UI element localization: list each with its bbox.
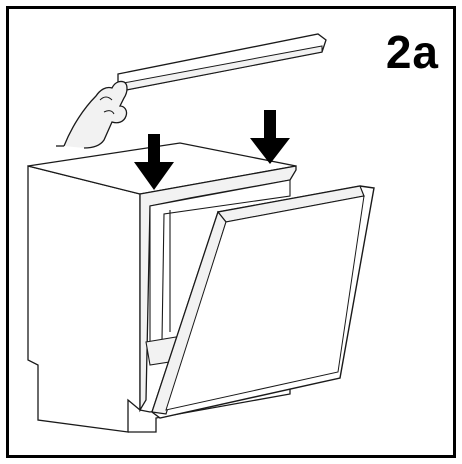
dishwasher-side-panel — [27, 165, 141, 433]
door-panel-face — [165, 195, 365, 411]
dishwasher-front-frame — [139, 165, 297, 413]
down-arrow-icon — [134, 134, 174, 190]
hand-icon — [56, 80, 128, 149]
dishwasher-plinth — [128, 387, 291, 433]
down-arrow-icon — [250, 110, 290, 164]
door-panel-side-edge — [151, 210, 227, 415]
step-label: 2a — [385, 26, 439, 78]
